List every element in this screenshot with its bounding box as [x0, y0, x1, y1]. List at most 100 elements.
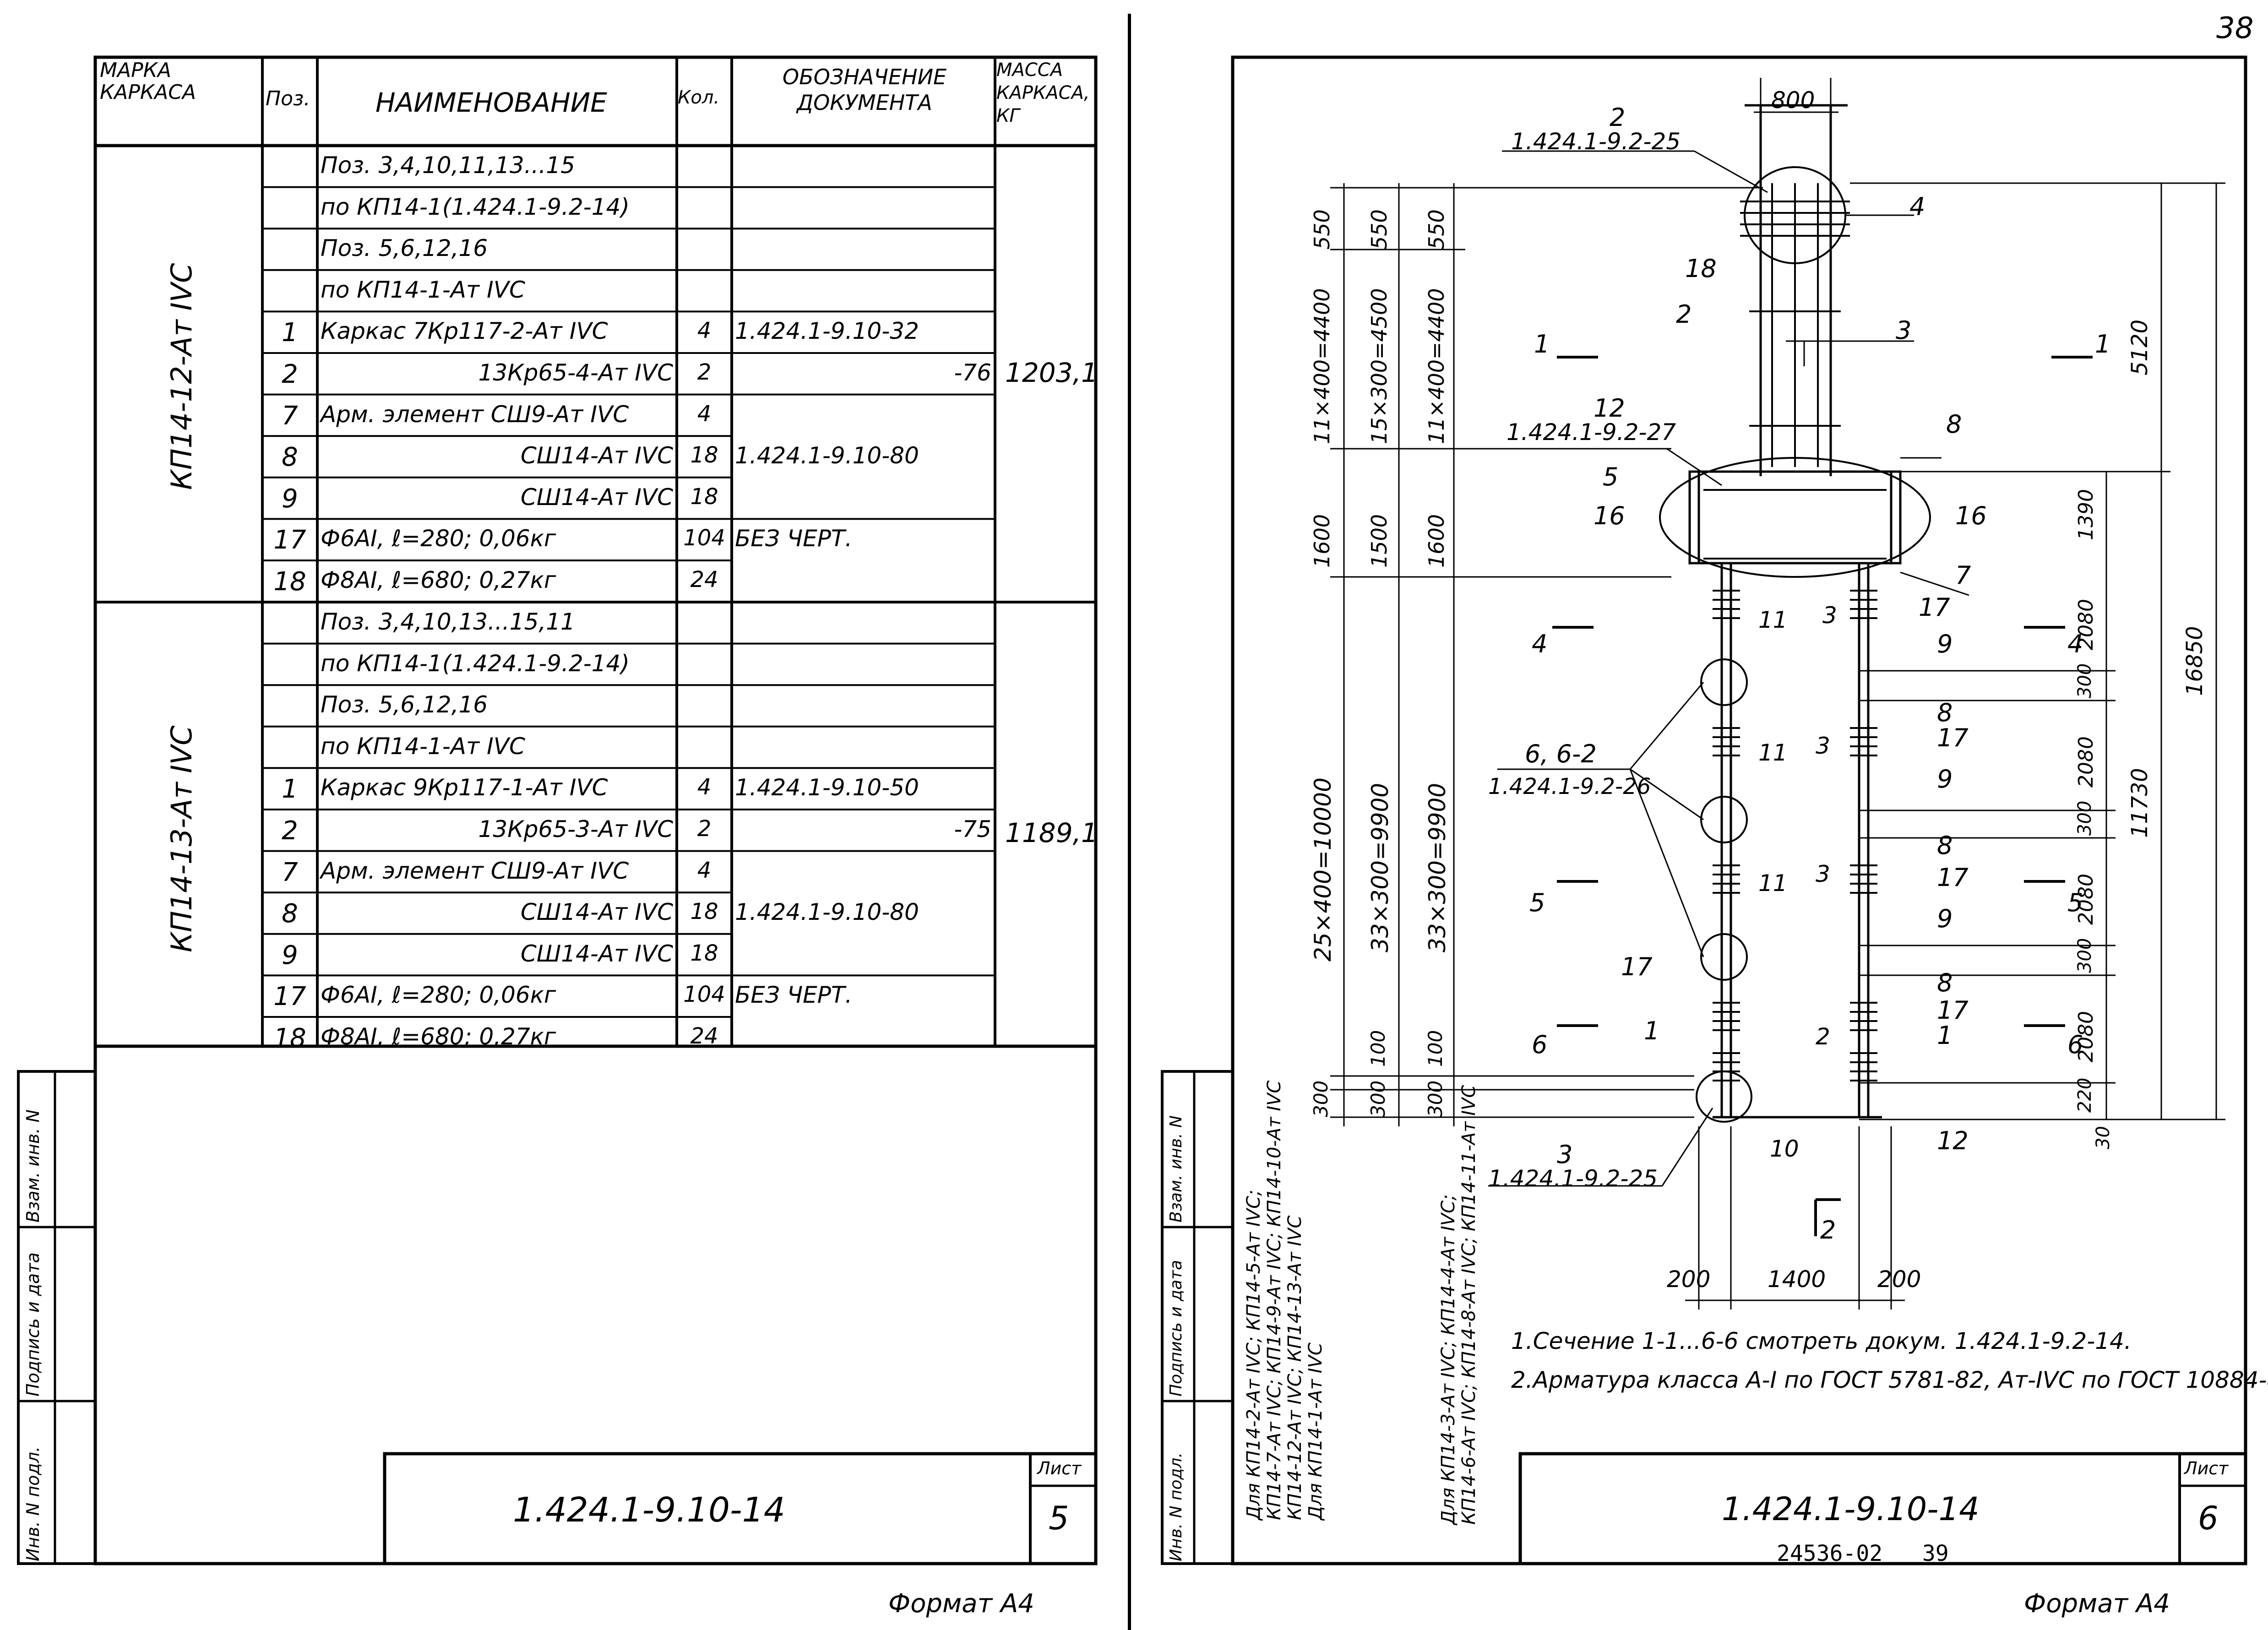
- row-kol: 4: [697, 318, 712, 344]
- callout-3-bottom: 3: [1557, 1140, 1573, 1169]
- dim-r-2080-2: 2080: [2074, 736, 2098, 788]
- callout-9c: 9: [1937, 904, 1953, 933]
- callout-9a: 9: [1937, 630, 1953, 658]
- left-sheet-label: Лист: [1037, 1458, 1082, 1478]
- row-name: Поз. 5,6,12,16: [321, 235, 488, 262]
- callout-17a: 17: [1919, 593, 1950, 622]
- section-2-bottom: 2: [1820, 1216, 1836, 1244]
- row-doc: 1.424.1-9.10-80: [735, 442, 919, 469]
- callout-3c: 3: [1816, 861, 1830, 887]
- row-poz: 2: [282, 816, 298, 846]
- dim-r-30: 30: [2093, 1126, 2114, 1149]
- row-name: СШ14-Ат IVС: [520, 442, 673, 469]
- row-doc: БЕЗ ЧЕРТ.: [735, 982, 853, 1009]
- row-kol: 104: [683, 525, 725, 551]
- callout-18: 18: [1685, 254, 1717, 283]
- callout-2: 2: [1610, 103, 1626, 132]
- callout-11a: 11: [1758, 607, 1788, 633]
- dim-300-1: 300: [1310, 1080, 1332, 1117]
- applicability-3: КП14-12-Ат IVС; КП14-13-Ат IVС: [1284, 1215, 1305, 1520]
- dim-100-2: 100: [1424, 1030, 1447, 1067]
- callout-3a: 3: [1822, 602, 1837, 629]
- row-poz: 17: [273, 525, 306, 555]
- callout-11b: 11: [1758, 739, 1788, 766]
- right-stamp-sign: Подпись и дата: [1167, 1260, 1186, 1396]
- row-poz: 8: [282, 442, 298, 473]
- row-poz: 1: [282, 774, 298, 804]
- row-name: СШ14-Ат IVС: [520, 899, 673, 926]
- applicability-4: Для КП14-1-Ат IVС: [1305, 1342, 1326, 1520]
- dim-300-3: 300: [1424, 1080, 1447, 1117]
- left-format: Формат А4: [888, 1589, 1034, 1619]
- group2-mass: 1189,1: [1005, 817, 1098, 848]
- callout-8a: 8: [1937, 698, 1953, 727]
- left-doc-number: 1.424.1-9.10-14: [513, 1490, 785, 1530]
- header-oboz: ОБОЗНАЧЕНИЕ ДОКУМЕНТА: [782, 65, 947, 115]
- left-sheet-frame: [17, 55, 1098, 1565]
- row-poz: 17: [273, 982, 306, 1012]
- callout-11c: 11: [1758, 870, 1788, 896]
- row-name: по КП14-1-Ат IVС: [321, 276, 525, 303]
- group1-mass: 1203,1: [1005, 357, 1098, 388]
- note-1: 1.Сечение 1-1...6-6 смотреть докум. 1.42…: [1511, 1328, 2132, 1354]
- header-poz: Поз.: [266, 87, 310, 110]
- row-kol: 24: [690, 1023, 718, 1049]
- row-name: Каркас 7Кр117-2-Ат IVС: [321, 318, 608, 345]
- row-kol: 4: [697, 401, 712, 427]
- row-name: по КП14-1(1.424.1-9.2-14): [321, 650, 630, 677]
- dim-r-300-1: 300: [2074, 663, 2095, 698]
- dim-9900-1: 33×300=9900: [1367, 782, 1393, 952]
- callout-8b: 8: [1937, 831, 1953, 860]
- callout-2b: 2: [1676, 300, 1692, 329]
- row-name: Поз. 3,4,10,13...15,11: [321, 609, 575, 635]
- dim-b-200-2: 200: [1877, 1266, 1921, 1293]
- row-name: Арм. элемент СШ9-Ат IVС: [321, 401, 629, 428]
- section-5-right: 5: [2067, 888, 2083, 917]
- row-kol: 18: [690, 484, 718, 510]
- left-sheet-number: 5: [1049, 1500, 1069, 1537]
- row-poz: 7: [282, 401, 298, 431]
- row-kol: 2: [697, 359, 712, 385]
- section-1-right: 1: [2095, 330, 2111, 359]
- dim-r-300-3: 300: [2074, 938, 2095, 973]
- row-poz: 1: [282, 318, 298, 348]
- dim-4400-2: 11×400=4400: [1424, 288, 1449, 445]
- callout-1b: 1: [1937, 1021, 1953, 1050]
- section-4-right: 4: [2067, 630, 2083, 658]
- dim-550-2: 550: [1367, 209, 1392, 250]
- right-stamp-vzam: Взам. инв. N: [1167, 1115, 1186, 1222]
- row-name: СШ14-Ат IVС: [520, 484, 673, 511]
- row-name: Поз. 5,6,12,16: [321, 691, 488, 718]
- row-kol: 18: [690, 899, 718, 925]
- row-name: Каркас 9Кр117-1-Ат IVС: [321, 774, 608, 801]
- dim-100-1: 100: [1367, 1030, 1389, 1067]
- callout-9b: 9: [1937, 765, 1953, 793]
- callout-16b: 16: [1955, 501, 1987, 530]
- callout-17d: 17: [1937, 996, 1969, 1025]
- note-2: 2.Арматура класса А-I по ГОСТ 5781-82, А…: [1511, 1367, 2268, 1393]
- row-doc: БЕЗ ЧЕРТ.: [735, 525, 853, 552]
- header-massa: МАССА КАРКАСА, КГ: [996, 60, 1090, 126]
- row-name: Ф6АI, ℓ=280; 0,06кг: [321, 982, 556, 1009]
- dim-total-5120: 5120: [2127, 319, 2153, 375]
- right-sheet-number: 6: [2198, 1500, 2219, 1537]
- row-doc: -75: [954, 816, 991, 842]
- row-doc: 1.424.1-9.10-32: [735, 318, 919, 345]
- right-format: Формат А4: [2024, 1589, 2170, 1619]
- row-name: по КП14-1-Ат IVС: [321, 733, 525, 760]
- row-kol: 24: [690, 567, 718, 592]
- dim-1600-1: 1600: [1310, 514, 1334, 568]
- row-name: Ф8АI, ℓ=680; 0,27кг: [321, 567, 556, 593]
- callout-12b: 12: [1937, 1126, 1969, 1155]
- dim-r-2080-1: 2080: [2074, 599, 2098, 650]
- sheet-divider: [1128, 14, 1131, 1630]
- row-poz: 9: [282, 484, 298, 514]
- callout-16a: 16: [1594, 501, 1625, 530]
- applicability-5: Для КП14-3-Ат IVС; КП14-4-Ат IVС;: [1438, 1194, 1459, 1525]
- callout-6-doc: 1.424.1-9.2-26: [1488, 774, 1651, 799]
- dim-9900-2: 33×300=9900: [1424, 782, 1451, 952]
- section-5-left: 5: [1529, 888, 1545, 917]
- callout-6: 6, 6-2: [1525, 739, 1597, 768]
- section-4-left: 4: [1532, 630, 1548, 658]
